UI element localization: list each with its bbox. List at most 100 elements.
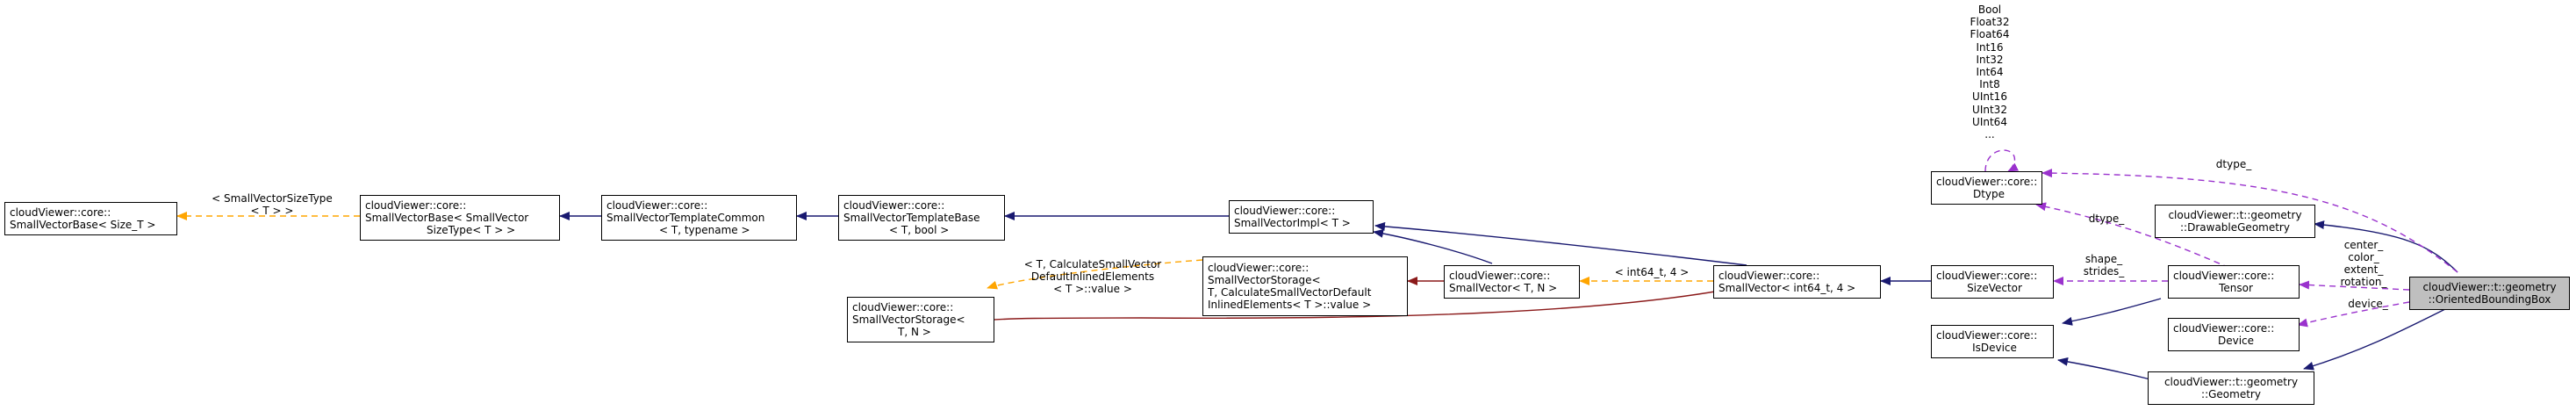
label-line: center_ [2343, 239, 2384, 251]
label-line: < int64_t, 4 > [1614, 266, 1690, 278]
node-line: cloudViewer::t::geometry [2163, 376, 2299, 388]
edge-geometry-to-isdevice [2057, 357, 2151, 380]
node-line: SmallVector< int64_t, 4 > [1719, 282, 1856, 294]
node-tensor[interactable]: cloudViewer::core:: Tensor [2168, 265, 2300, 299]
label-line: Int64 [1976, 66, 2004, 79]
label-line: strides_ [2083, 265, 2125, 277]
node-small-vector-base[interactable]: cloudViewer::core:: SmallVectorBase< Siz… [4, 202, 177, 235]
edge-dtype-self [1984, 149, 2020, 172]
node-line: IsDevice [1972, 342, 2017, 354]
node-small-vector-template-base[interactable]: cloudViewer::core:: SmallVectorTemplateB… [838, 195, 1005, 241]
node-line: cloudViewer::core:: [1208, 262, 1310, 274]
label-line: UInt64 [1972, 115, 2007, 128]
node-line: Dtype [1972, 188, 2006, 200]
edge-default-inlined [987, 259, 1203, 290]
node-line: < T, bool > [889, 224, 950, 236]
edge-smallvec-to-impl [1373, 228, 1493, 264]
node-line: cloudViewer::core:: [1936, 176, 2038, 188]
label-line: extent_ [2343, 263, 2384, 276]
label-line: dtype_ [2215, 158, 2252, 170]
node-line: cloudViewer::core:: [1449, 270, 1551, 282]
node-line: Device [2217, 335, 2255, 347]
node-line: SmallVectorStorage< [852, 314, 965, 326]
label-line: shape_ [2084, 253, 2123, 265]
node-line: cloudViewer::core:: [843, 199, 945, 212]
label-line: ... [1984, 128, 1995, 141]
edge-tensor-to-isdevice [2062, 298, 2162, 326]
label-line: < T, CalculateSmallVector [1023, 258, 1162, 270]
node-line: cloudViewer::core:: [2173, 322, 2275, 335]
node-line: SmallVectorTemplateBase [843, 212, 980, 224]
node-line: SmallVectorTemplateCommon [606, 212, 765, 224]
edge-label-int64-4: < int64_t, 4 > [1608, 266, 1696, 278]
edge-label-dtype-enum: Bool Float32 Float64 Int16 Int32 Int64 I… [1959, 4, 2020, 141]
node-oriented-bounding-box[interactable]: cloudViewer::t::geometry ::OrientedBound… [2409, 277, 2570, 310]
node-line: T, CalculateSmallVectorDefault [1208, 286, 1372, 299]
node-line: cloudViewer::core:: [1234, 205, 1336, 217]
node-drawable-geometry[interactable]: cloudViewer::t::geometry ::DrawableGeome… [2155, 205, 2315, 238]
node-small-vector-template-common[interactable]: cloudViewer::core:: SmallVectorTemplateC… [601, 195, 797, 241]
label-line: Float64 [1970, 28, 2010, 41]
label-line: < SmallVectorSizeType [212, 192, 333, 205]
label-line: DefaultInlinedElements [1030, 270, 1155, 283]
edge-label-shape-strides: shape_ strides_ [2082, 253, 2126, 277]
node-line: T, N > [898, 326, 931, 338]
edge-int64-to-impl [1374, 221, 1747, 266]
node-is-device[interactable]: cloudViewer::core:: IsDevice [1931, 325, 2054, 358]
node-line: SmallVectorBase< SmallVector [365, 212, 529, 224]
label-line: < T > > [250, 205, 294, 217]
node-line: ::Geometry [2201, 388, 2261, 400]
node-size-vector[interactable]: cloudViewer::core:: SizeVector [1931, 265, 2054, 299]
node-line: ::DrawableGeometry [2180, 221, 2290, 234]
edge-label-sizetype: < SmallVectorSizeType < T > > [202, 192, 342, 217]
edge-label-device: device_ [2342, 298, 2394, 310]
node-line: cloudViewer::core:: [1936, 270, 2038, 282]
label-line: Float32 [1970, 16, 2010, 29]
node-line: SmallVectorStorage< [1208, 274, 1321, 286]
edge-tensor-to-bbox [2299, 280, 2410, 291]
label-line: UInt32 [1972, 103, 2007, 116]
node-line: cloudViewer::core:: [1936, 329, 2038, 342]
node-line: SizeVector [1967, 282, 2022, 294]
node-line: SmallVectorBase< Size_T > [10, 219, 156, 231]
node-line: SmallVector< T, N > [1449, 282, 1558, 294]
label-line: rotation_ [2340, 276, 2387, 288]
node-small-vector-int64[interactable]: cloudViewer::core:: SmallVector< int64_t… [1713, 265, 1881, 299]
node-line: cloudViewer::core:: [2173, 270, 2275, 282]
node-line: cloudViewer::core:: [1719, 270, 1820, 282]
edge-label-dtype-bbox: dtype_ [2212, 158, 2256, 170]
label-line: UInt16 [1972, 90, 2007, 104]
node-small-vector-base-sizetype[interactable]: cloudViewer::core:: SmallVectorBase< Sma… [360, 195, 560, 241]
node-line: InlinedElements< T >::value > [1208, 299, 1372, 311]
node-small-vector-storage-default[interactable]: cloudViewer::core:: SmallVectorStorage< … [1202, 256, 1408, 316]
label-line: < T >::value > [1053, 283, 1132, 295]
edge-label-default-inlined: < T, CalculateSmallVector DefaultInlined… [1014, 258, 1172, 295]
label-line: device_ [2348, 298, 2388, 310]
node-line: < T, typename > [659, 224, 750, 236]
node-line: Tensor [2219, 282, 2253, 294]
edge-label-tensor-members: center_ color_ extent_ rotation_ [2333, 239, 2394, 288]
node-line: cloudViewer::core:: [852, 301, 954, 314]
label-line: Int8 [1979, 78, 2000, 91]
edge-dtype-to-bbox [2041, 169, 2458, 273]
node-dtype[interactable]: cloudViewer::core:: Dtype [1931, 171, 2042, 205]
label-line: Bool [1977, 4, 2002, 16]
node-small-vector-storage[interactable]: cloudViewer::core:: SmallVectorStorage< … [847, 297, 994, 342]
node-geometry[interactable]: cloudViewer::t::geometry ::Geometry [2148, 371, 2314, 405]
label-line: color_ [2348, 251, 2379, 263]
node-line: cloudViewer::core:: [606, 199, 708, 212]
edge-label-dtype-tensor: dtype_ [2084, 213, 2128, 225]
edge-bbox-to-drawable [2314, 220, 2458, 273]
node-small-vector-impl[interactable]: cloudViewer::core:: SmallVectorImpl< T > [1229, 200, 1374, 234]
node-device[interactable]: cloudViewer::core:: Device [2168, 318, 2300, 351]
node-line: ::OrientedBoundingBox [2428, 293, 2551, 306]
node-line: cloudViewer::t::geometry [2168, 209, 2302, 221]
edge-device-to-bbox [2297, 301, 2410, 328]
node-line: SizeType< T > > [427, 224, 516, 236]
label-line: Int16 [1976, 40, 2004, 54]
node-small-vector[interactable]: cloudViewer::core:: SmallVector< T, N > [1444, 265, 1580, 299]
node-line: cloudViewer::core:: [10, 206, 111, 219]
node-line: SmallVectorImpl< T > [1234, 217, 1351, 229]
node-line: cloudViewer::t::geometry [2422, 281, 2557, 293]
